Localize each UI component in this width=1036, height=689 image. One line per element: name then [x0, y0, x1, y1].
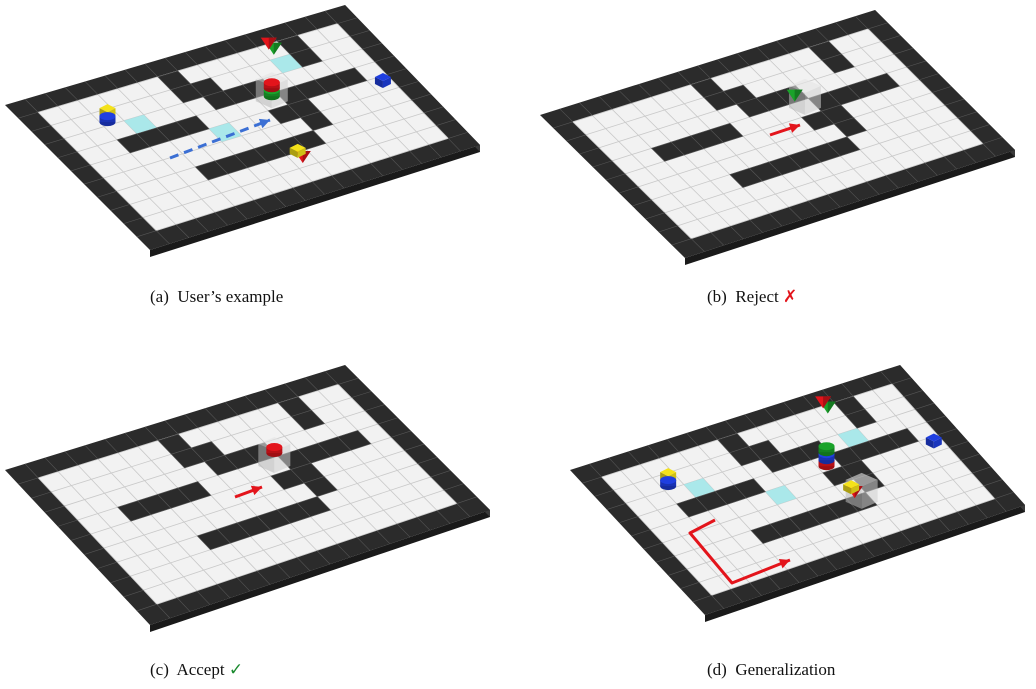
maze-board — [5, 365, 490, 632]
red-disk — [264, 78, 280, 92]
caption-c-label: (c) — [150, 660, 169, 679]
caption-c-text: Accept — [176, 660, 224, 679]
blue-disk-top — [660, 476, 676, 484]
blue-disk — [99, 112, 115, 126]
cross-mark-icon: ✗ — [783, 287, 797, 307]
caption-b-text: Reject — [735, 287, 778, 306]
red-disk-top — [264, 78, 280, 86]
blue-disk-top — [99, 112, 115, 120]
check-mark-icon: ✓ — [229, 660, 243, 680]
panel-b-maze — [520, 0, 1036, 270]
caption-a-label: (a) — [150, 287, 169, 306]
maze-board — [570, 365, 1025, 622]
green-disk — [819, 442, 835, 456]
caption-b: (b) Reject ✗ — [707, 287, 797, 307]
red-disk-top — [266, 443, 282, 451]
caption-a: (a) User’s example — [150, 287, 283, 307]
caption-d-label: (d) — [707, 660, 727, 679]
maze-board — [540, 10, 1015, 265]
panel-c-maze — [0, 355, 520, 645]
caption-d: (d) Generalization — [707, 660, 835, 680]
green-disk-top — [819, 442, 835, 450]
caption-c: (c) Accept ✓ — [150, 660, 243, 680]
panel-a-maze — [0, 0, 520, 270]
caption-a-text: User’s example — [177, 287, 283, 306]
red-disk — [266, 443, 282, 457]
caption-d-text: Generalization — [735, 660, 835, 679]
panel-d-maze — [520, 355, 1036, 645]
caption-b-label: (b) — [707, 287, 727, 306]
blue-disk — [660, 476, 676, 490]
